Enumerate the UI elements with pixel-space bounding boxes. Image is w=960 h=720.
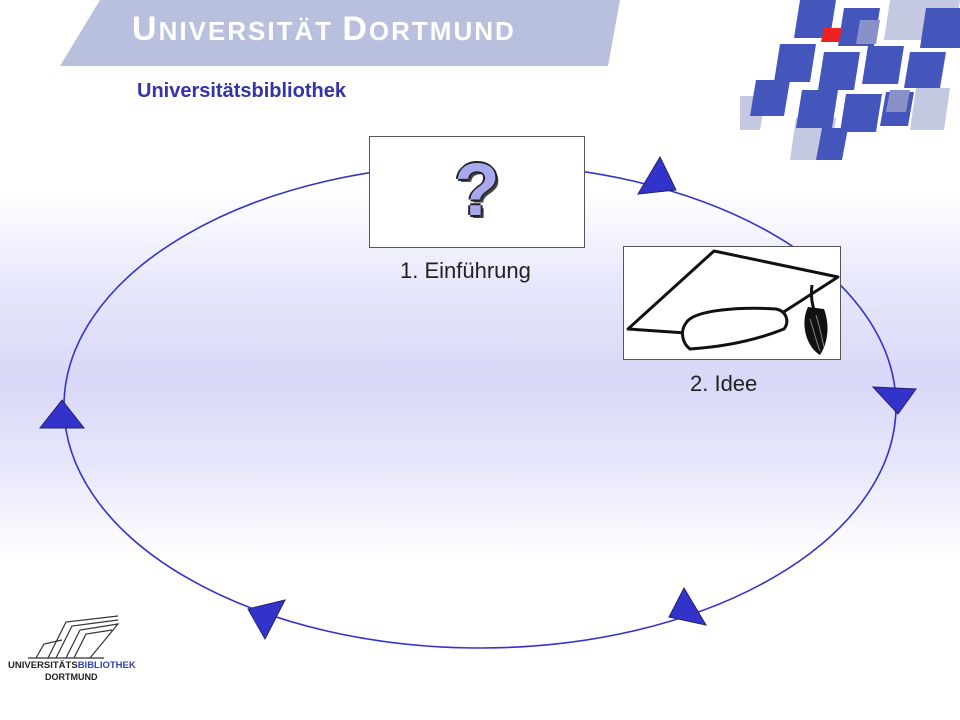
graduation-cap-icon	[626, 249, 840, 355]
step-box-intro: ?	[369, 136, 585, 248]
library-logo-subtext: DORTMUND	[45, 672, 98, 682]
university-name: UNIVERSITÄT DORTMUND	[132, 10, 516, 48]
question-mark-icon: ?	[454, 148, 500, 231]
page-title: Universitätsbibliothek	[137, 80, 346, 102]
library-logo-icon	[28, 615, 120, 659]
university-mosaic-logo	[740, 0, 960, 160]
cycle-arrow-icon	[38, 399, 86, 429]
cycle-arrow-icon	[637, 155, 677, 195]
cycle-arrow-icon	[668, 586, 708, 626]
step-label-idea: 2. Idee	[690, 371, 758, 396]
step-label-intro: 1. Einführung	[400, 258, 531, 283]
cycle-arrow-icon	[247, 599, 286, 641]
step-box-idea	[623, 246, 841, 360]
cycle-arrow-icon	[871, 386, 917, 415]
header-band	[60, 0, 620, 66]
library-logo-text: UNIVERSITÄTSBIBLIOTHEK	[8, 660, 136, 671]
